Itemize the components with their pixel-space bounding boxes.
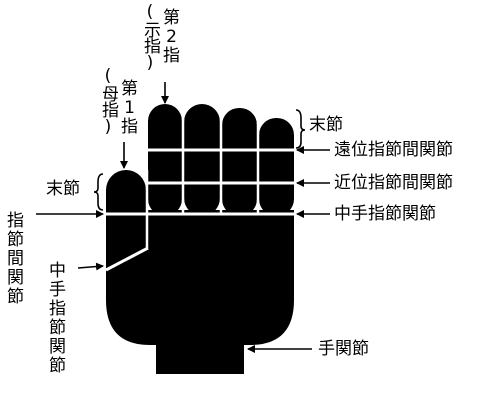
finger-middle [184,104,220,216]
label-index-alias: (示指) [140,2,160,72]
label-ip-joint: 指節間関節 [7,211,24,307]
label-wrist-joint: 手関節 [318,339,369,359]
bracket-distal-left [93,173,104,211]
wrist-block [156,342,244,374]
finger-little [259,118,294,216]
palm-shape [106,210,294,345]
label-dip-joint: 遠位指節間関節 [334,140,453,160]
label-mcp-joint-left: 中手指節関節 [49,261,66,376]
label-thumb-name: 第1指 [121,79,138,137]
label-pip-joint: 近位指節間関節 [334,173,453,193]
label-distal-phalanx-left: 末節 [46,179,80,199]
finger-thumb [106,170,146,280]
label-distal-phalanx-right: 末節 [309,115,343,135]
label-index-name: 第2指 [163,8,180,66]
finger-ring [222,108,257,216]
thumb-mcp-joint-line [105,246,149,272]
label-thumb-alias: (母指) [98,66,118,136]
bracket-distal-right [295,109,306,149]
arrow-mcp-left [77,262,104,271]
label-mcp-joint-right: 中手指節関節 [334,204,436,224]
finger-index [148,104,182,216]
